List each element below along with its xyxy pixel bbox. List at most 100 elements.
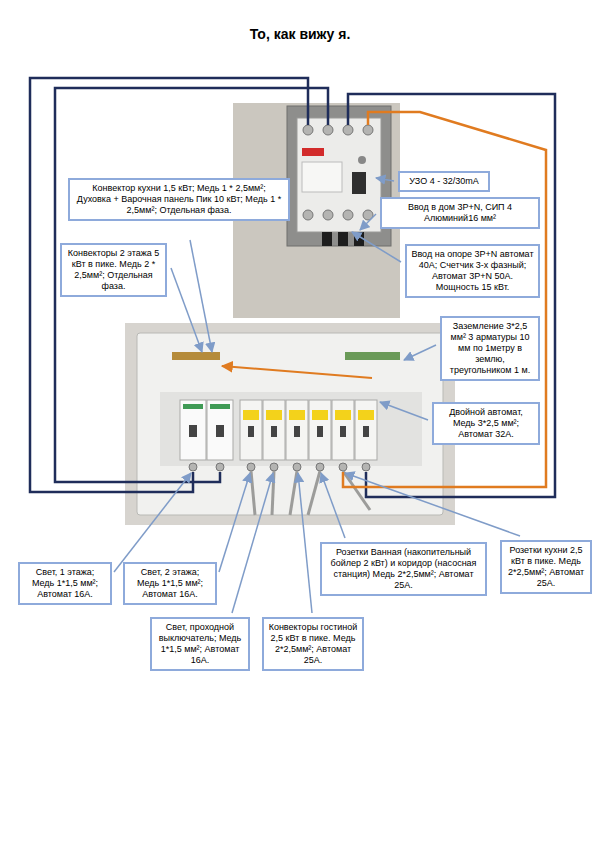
- breaker-lever: [340, 426, 346, 437]
- neutral-bar: [172, 352, 220, 360]
- breaker-label: [358, 410, 374, 420]
- callout-text: Заземление 3*2,5 мм² 3 арматуры 10 мм по…: [446, 321, 534, 376]
- breaker-stripe: [210, 404, 230, 409]
- terminal-screw: [189, 463, 197, 471]
- terminal-screw: [323, 125, 333, 135]
- breaker: [263, 400, 285, 460]
- wire: [348, 94, 555, 497]
- leader-line: [232, 473, 273, 613]
- cable: [322, 232, 332, 246]
- callout-box: Свет, 1 этажа; Медь 1*1,5 мм²; Автомат 1…: [18, 562, 112, 605]
- terminal-screw: [303, 210, 313, 220]
- leader-line: [360, 214, 376, 230]
- callout-text: Свет, проходной выключатель; Медь 1*1,5 …: [156, 622, 244, 666]
- cable: [308, 471, 320, 515]
- callout-box: Розетки Ванная (накопительный бойлер 2 к…: [320, 542, 487, 596]
- terminal-screw: [343, 125, 353, 135]
- breaker-lever: [271, 426, 277, 437]
- test-button: [358, 156, 366, 164]
- leader-line: [352, 232, 401, 262]
- breaker: [207, 400, 233, 460]
- breaker-label: [335, 410, 351, 420]
- breaker-label: [266, 410, 282, 420]
- wire: [343, 112, 546, 487]
- terminal-row: [189, 463, 370, 471]
- breaker-lever: [294, 426, 300, 437]
- callout-text: Свет, 2 этажа; Медь 1*1,5 мм²; Автомат 1…: [129, 567, 211, 600]
- breaker-label: [243, 410, 259, 420]
- breaker-lever: [216, 425, 224, 437]
- leader-line: [190, 240, 212, 352]
- ground-bar: [345, 352, 400, 360]
- breaker: [355, 400, 377, 460]
- page-title: То, как вижу я.: [0, 26, 600, 42]
- breaker-label: [289, 410, 305, 420]
- callout-text: Двойной автомат, Медь 3*2,5 мм²; Автомат…: [438, 407, 534, 440]
- terminal-screw: [303, 125, 313, 135]
- arrow-line: [222, 366, 372, 378]
- breaker-row: [240, 400, 377, 460]
- breaker: [180, 400, 206, 460]
- cable: [251, 471, 255, 515]
- callout-text: Конвектор кухни 1,5 кВт; Медь 1 * 2,5мм²…: [74, 183, 284, 216]
- callout-text: Конвекторы гостиной 2,5 кВт в пике. Медь…: [268, 622, 358, 666]
- callout-box: Заземление 3*2,5 мм² 3 арматуры 10 мм по…: [440, 316, 540, 381]
- callout-box: Свет, 2 этажа; Медь 1*1,5 мм²; Автомат 1…: [123, 562, 217, 605]
- leader-line: [321, 473, 345, 538]
- leader-line: [345, 473, 520, 536]
- leader-line: [380, 402, 428, 420]
- enclosure: [287, 106, 391, 246]
- rcd-lever: [352, 172, 366, 194]
- callout-text: Розетки кухни 2,5 кВт в пике. Медь 2*2,5…: [506, 545, 586, 589]
- callout-text: УЗО 4 - 32/30mA: [404, 176, 484, 187]
- breaker: [240, 400, 262, 460]
- callout-box: УЗО 4 - 32/30mA: [398, 171, 490, 192]
- wire: [55, 88, 328, 482]
- callout-box: Свет, проходной выключатель; Медь 1*1,5 …: [150, 617, 250, 671]
- leader-line: [171, 268, 202, 352]
- terminal-screw: [323, 210, 333, 220]
- brand-plate: [302, 148, 324, 156]
- callout-text: Ввод на опоре 3Р+N автомат 40А; Счетчик …: [411, 249, 534, 293]
- leader-line: [219, 473, 250, 572]
- leader-line: [114, 473, 191, 572]
- terminal-screw: [362, 463, 370, 471]
- terminal-screw: [343, 210, 353, 220]
- terminal-screw: [216, 463, 224, 471]
- callout-box: Ввод на опоре 3Р+N автомат 40А; Счетчик …: [405, 244, 540, 298]
- rating-plate: [302, 162, 342, 192]
- callout-text: Розетки Ванная (накопительный бойлер 2 к…: [326, 547, 481, 591]
- rcd-device: [297, 118, 381, 232]
- breaker-label: [312, 410, 328, 420]
- breaker: [286, 400, 308, 460]
- callout-box: Конвектор кухни 1,5 кВт; Медь 1 * 2,5мм²…: [68, 178, 290, 221]
- leader-line: [376, 178, 394, 181]
- wires: [30, 78, 555, 497]
- terminal-screw: [247, 463, 255, 471]
- terminal-screw: [316, 463, 324, 471]
- wire: [30, 78, 308, 492]
- callout-box: Конвекторы 2 этажа 5 кВт в пике. Медь 2 …: [60, 243, 167, 297]
- callout-box: Двойной автомат, Медь 3*2,5 мм²; Автомат…: [432, 402, 540, 445]
- callout-box: Ввод в дом 3Р+N, СИП 4 Алюминий16 мм²: [380, 197, 540, 229]
- leader-line: [404, 345, 436, 360]
- callout-text: Свет, 1 этажа; Медь 1*1,5 мм²; Автомат 1…: [24, 567, 106, 600]
- breaker-lever: [248, 426, 254, 437]
- cable-bundle: [251, 471, 370, 515]
- callout-text: Конвекторы 2 этажа 5 кВт в пике. Медь 2 …: [66, 248, 161, 292]
- terminal-screw: [293, 463, 301, 471]
- breaker: [332, 400, 354, 460]
- callout-text: Ввод в дом 3Р+N, СИП 4 Алюминий16 мм²: [386, 202, 534, 224]
- terminal-screw: [270, 463, 278, 471]
- breaker-lever: [317, 426, 323, 437]
- breaker: [309, 400, 331, 460]
- cable: [338, 232, 348, 246]
- cable: [290, 471, 297, 515]
- breaker-lever: [189, 425, 197, 437]
- breaker-lever: [363, 426, 369, 437]
- leader-line: [298, 473, 312, 613]
- callout-box: Конвекторы гостиной 2,5 кВт в пике. Медь…: [262, 617, 364, 671]
- breaker-stripe: [183, 404, 203, 409]
- terminal-screw: [339, 463, 347, 471]
